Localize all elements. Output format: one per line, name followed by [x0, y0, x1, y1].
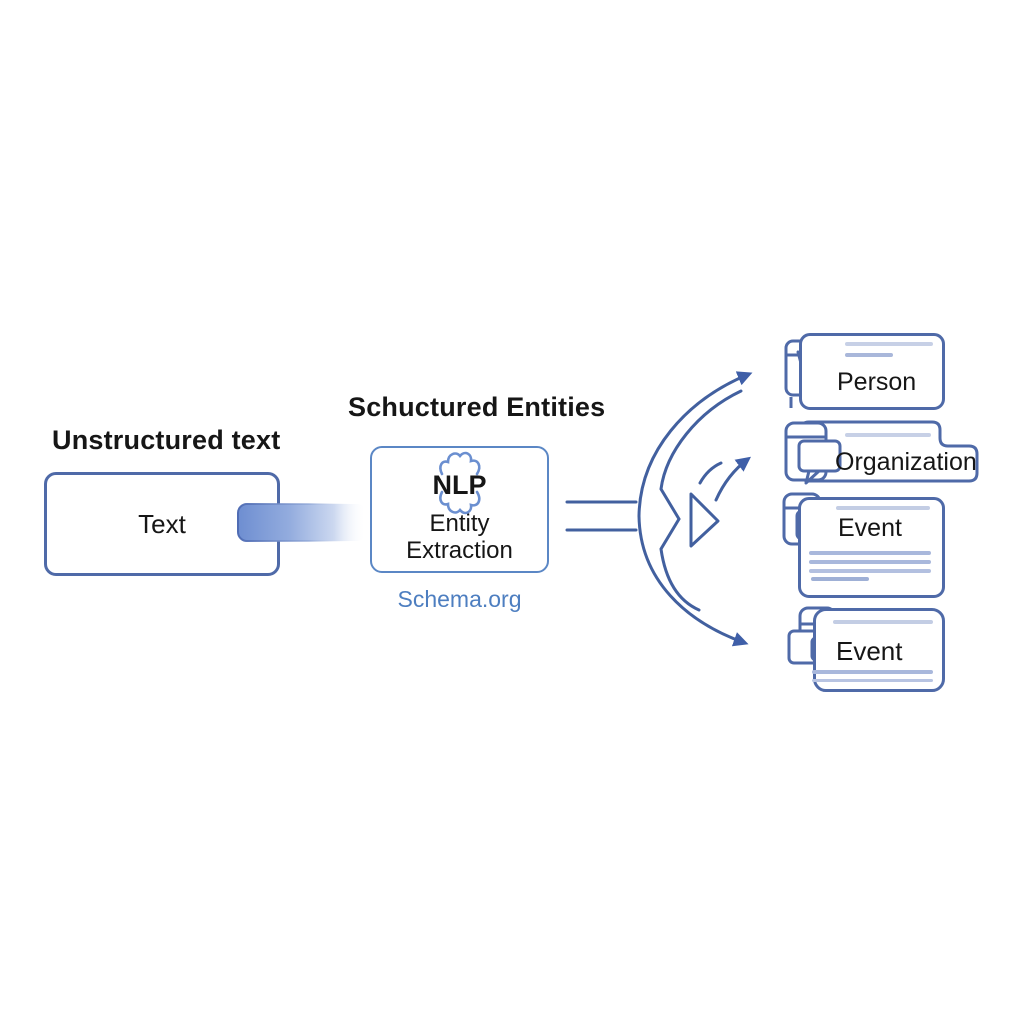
nlp-extraction-line: Extraction [406, 537, 513, 564]
arc-fragment [698, 461, 723, 485]
placeholder-line [845, 342, 933, 346]
placeholder-line [812, 670, 933, 674]
inner-arc-chevron [659, 389, 743, 612]
placeholder-line [833, 620, 933, 624]
placeholder-line [811, 577, 869, 581]
arc-to-organization [714, 456, 751, 502]
event-card-label: Event [838, 514, 902, 542]
event-card [798, 497, 945, 598]
placeholder-line [809, 560, 931, 564]
placeholder-line [836, 506, 930, 510]
arc-to-person [637, 371, 753, 518]
nlp-extraction-box: NLP Entity Extraction [370, 446, 549, 573]
event-card-label: Event [836, 636, 903, 666]
split-triangle-icon [689, 492, 720, 548]
placeholder-line [809, 569, 931, 573]
person-card-label: Person [837, 368, 917, 396]
nlp-entity-line: Entity [429, 510, 490, 537]
schema-org-caption: Schema.org [397, 586, 522, 612]
placeholder-line [812, 679, 933, 682]
window-chat-bubble-icon [784, 421, 842, 485]
placeholder-line [845, 353, 893, 357]
text-source-box: Text [44, 472, 280, 576]
organization-card-label: Organization [835, 448, 977, 476]
placeholder-line [845, 433, 931, 437]
nlp-title: NLP [432, 470, 487, 500]
arc-to-event-bottom [637, 514, 749, 647]
unstructured-text-heading: Unstructured text [52, 425, 281, 455]
placeholder-line [809, 551, 931, 555]
text-source-label: Text [138, 508, 186, 539]
structured-entities-heading: Schuctured Entities [348, 392, 606, 422]
